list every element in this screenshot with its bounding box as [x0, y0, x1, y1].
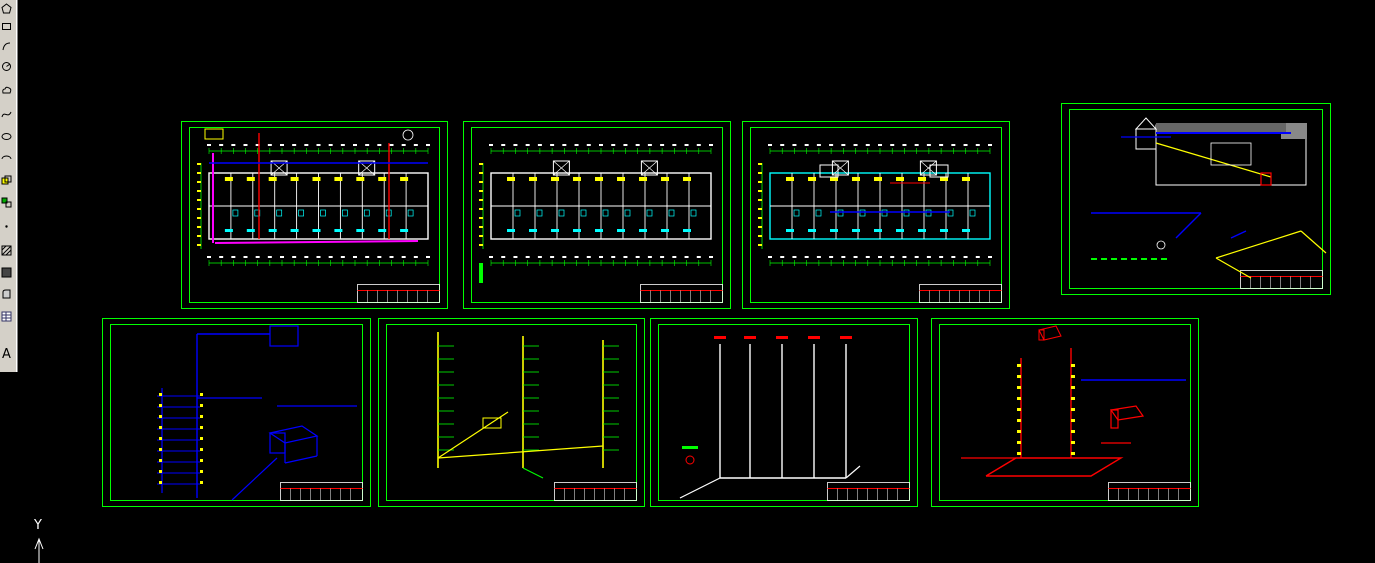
table-icon	[1, 311, 12, 322]
spline-icon	[1, 111, 12, 118]
hatch-icon	[1, 245, 12, 256]
polygon-icon	[1, 3, 12, 14]
drawing-sheet-riser-isometric-red[interactable]	[931, 318, 1199, 507]
sheet-graphic-floor-plan-2	[463, 121, 731, 309]
drawing-sheet-floor-plan-3[interactable]	[742, 121, 1010, 309]
gradient-tool[interactable]	[0, 266, 13, 279]
sheet-graphic-bathroom-detail	[1061, 103, 1331, 295]
make-block-icon	[1, 197, 12, 208]
drawing-sheet-riser-diagram-white[interactable]	[650, 318, 918, 507]
drawing-sheet-floor-plan-2[interactable]	[463, 121, 731, 309]
circle-tool[interactable]	[0, 60, 13, 73]
drawing-sheet-riser-diagram-yellow[interactable]	[378, 318, 645, 507]
insert-block-tool[interactable]	[0, 174, 13, 187]
region-tool[interactable]	[0, 288, 13, 301]
ellipse-tool[interactable]	[0, 130, 13, 143]
make-block-tool[interactable]	[0, 196, 13, 209]
ucs-y-label: Y	[34, 518, 42, 533]
multiline-text-tool[interactable]: A	[0, 348, 13, 361]
sheet-graphic-riser-isometric-blue	[102, 318, 371, 507]
sheet-graphic-floor-plan-1	[181, 121, 448, 309]
gradient-icon	[1, 267, 12, 278]
table-tool[interactable]	[0, 310, 13, 323]
drawing-sheet-floor-plan-1[interactable]	[181, 121, 448, 309]
point-tool[interactable]	[0, 220, 13, 233]
circle-icon	[2, 62, 11, 71]
arc-tool[interactable]	[0, 40, 13, 53]
sheet-graphic-riser-diagram-white	[650, 318, 918, 507]
sheet-graphic-riser-isometric-red	[931, 318, 1199, 507]
point-icon	[5, 225, 8, 228]
insert-block-icon	[1, 175, 12, 185]
revision-cloud-tool[interactable]	[0, 84, 13, 97]
sheet-graphic-floor-plan-3	[742, 121, 1010, 309]
ellipse-arc-icon	[1, 155, 12, 160]
ellipse-arc-tool[interactable]	[0, 152, 13, 165]
drawing-sheet-bathroom-detail[interactable]	[1061, 103, 1331, 295]
sheet-graphic-riser-diagram-yellow	[378, 318, 645, 507]
rectangle-icon	[2, 23, 11, 30]
draw-toolbar: A	[0, 0, 18, 372]
region-icon	[2, 289, 11, 299]
ellipse-icon	[1, 133, 12, 140]
rectangle-tool[interactable]	[0, 20, 13, 33]
polygon-tool[interactable]	[0, 2, 13, 15]
text-icon: A	[2, 347, 11, 362]
cloud-icon	[2, 86, 12, 94]
spline-tool[interactable]	[0, 108, 13, 121]
drawing-canvas[interactable]	[18, 0, 1375, 563]
arc-icon	[2, 42, 11, 51]
drawing-sheet-riser-isometric-blue[interactable]	[102, 318, 371, 507]
ucs-icon	[34, 537, 44, 563]
hatch-tool[interactable]	[0, 244, 13, 257]
